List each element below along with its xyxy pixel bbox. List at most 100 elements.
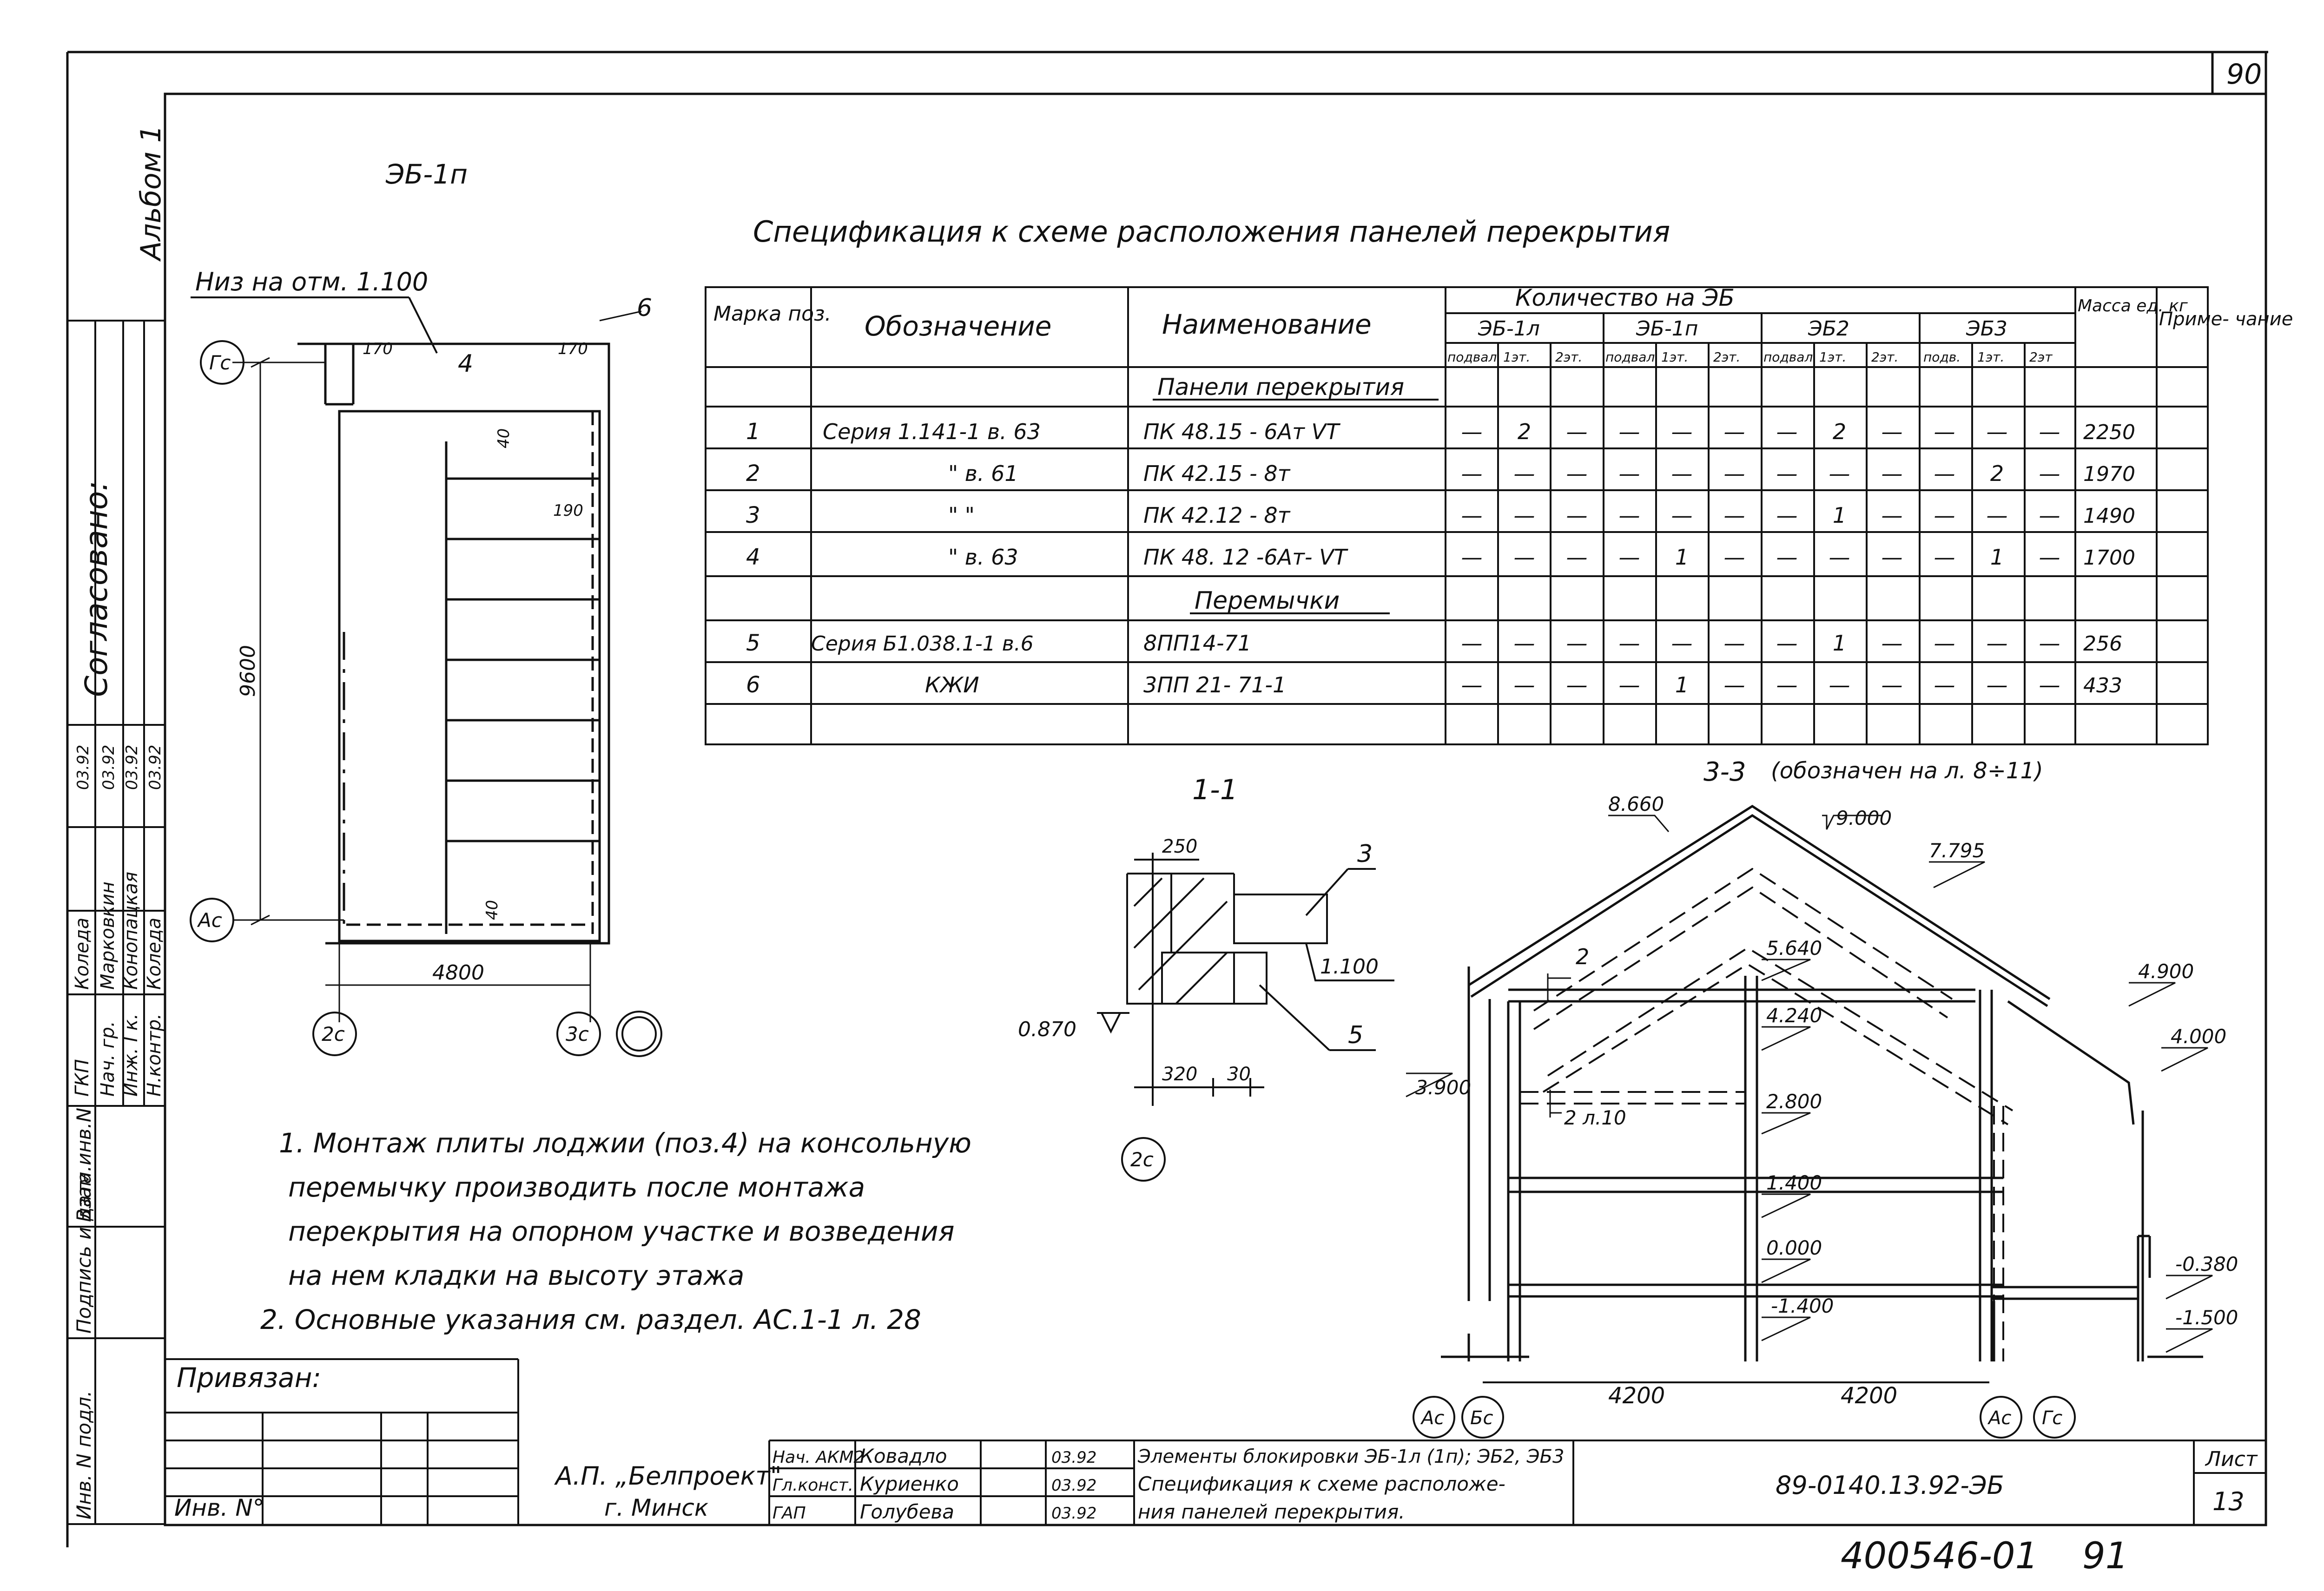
qty-cell: 1 [1675, 672, 1689, 697]
row-1-mark: 1 [746, 419, 760, 445]
staff-date-3: 03.92 [1051, 1504, 1096, 1523]
approval-date-1: 03.92 [74, 745, 92, 790]
section-3-3-level-marks [1406, 815, 2213, 1353]
list-label: Лист [2205, 1447, 2258, 1471]
row-4-mass: 1700 [2083, 546, 2135, 570]
hdr-mark: Марка поз. [713, 302, 831, 326]
staff-date-2: 03.92 [1051, 1476, 1096, 1495]
approval-date-3: 03.92 [123, 745, 141, 790]
row-3-mass: 1490 [2083, 504, 2135, 528]
s11-axis-2c: 2с [1130, 1148, 1154, 1171]
staff-name-3: Голубева [860, 1500, 954, 1523]
plan-dim-4800: 4800 [432, 961, 484, 985]
stamp-field-vzam: Взам.инв.N [73, 1108, 95, 1222]
qty-cell: — [1671, 419, 1693, 444]
qty-cell: — [1776, 461, 1798, 486]
page-number: 91 [2082, 1535, 2128, 1577]
stamp-field-podpis: Подпись и дата [73, 1172, 95, 1334]
hdr-floor-11: 1эт. [1977, 349, 2004, 365]
row-1-name: ПК 48.15 - 6Ат VТ [1143, 419, 1341, 444]
qty-cell: — [1461, 503, 1483, 528]
section-1-1-title: 1-1 [1192, 774, 1238, 806]
qty-cell: — [1882, 631, 1903, 656]
qty-cell: — [1671, 631, 1693, 656]
staff-role-3: ГАП [772, 1504, 806, 1523]
hdr-floor-3: 2эт. [1555, 349, 1582, 365]
qty-cell: — [1461, 545, 1483, 570]
qty-cell: — [1882, 672, 1903, 697]
qty-cell: — [1619, 545, 1640, 570]
qty-cell: — [1566, 419, 1588, 444]
qty-cell: — [1566, 503, 1588, 528]
archive-number: 400546-01 [1841, 1535, 2038, 1577]
qty-cell: 2 [1990, 461, 2004, 486]
s33-level-2800: 2.800 [1766, 1090, 1822, 1113]
s33-level-7795: 7.795 [1929, 839, 1985, 862]
qty-cell: — [1514, 503, 1535, 528]
s33-callout-2: 2 [1576, 944, 1589, 969]
qty-cell: — [1514, 672, 1535, 697]
qty-cell: 2 [1518, 419, 1531, 444]
privyazan-label: Привязан: [177, 1362, 321, 1394]
qty-cell: — [1514, 631, 1535, 656]
s33-level-4000: 4.000 [2171, 1025, 2226, 1048]
qty-cell: — [2039, 503, 2060, 528]
qty-cell: — [1724, 631, 1745, 656]
title-block-grid [165, 1358, 2266, 1524]
spec-rows: 1 2 3 4 5 6 Серия 1.141-1 в. 63 " в. 61 … [746, 419, 2135, 698]
s33-level-1400: 1.400 [1766, 1171, 1822, 1194]
s33-level-5640: 5.640 [1766, 937, 1822, 960]
qty-cell: — [1619, 503, 1640, 528]
qty-cell: — [1882, 461, 1903, 486]
qty-cell: 1 [1675, 545, 1689, 570]
plan-dimension-lines [232, 310, 642, 1022]
section-3-3-dashed [1520, 868, 2014, 1361]
qty-cell: — [1514, 461, 1535, 486]
row-5-mass: 256 [2083, 632, 2122, 656]
section-panels: Панели перекрытия [1157, 374, 1404, 401]
s11-dim-320: 320 [1162, 1064, 1197, 1085]
staff-name-2: Куриенко [860, 1473, 959, 1495]
qty-cell: — [1987, 419, 2008, 444]
spec-table-grid [705, 286, 2209, 745]
row-6-mass: 433 [2083, 674, 2122, 697]
s33-level-4240: 4.240 [1766, 1004, 1822, 1027]
section-3-3-drawing [1441, 805, 2203, 1383]
qty-cell: — [1724, 503, 1745, 528]
spec-title: Спецификация к схеме расположения панеле… [753, 215, 1670, 249]
hdr-designation: Обозначение [865, 310, 1051, 342]
row-4-designation: " в. 63 [948, 545, 1018, 570]
row-2-name: ПК 42.15 - 8т [1143, 461, 1291, 486]
hdr-block-2: ЭБ-1п [1636, 317, 1698, 341]
note-line-4: на нем кладки на высоту этажа [288, 1260, 744, 1291]
qty-cell: — [1671, 503, 1693, 528]
plan-dim-170-left: 170 [363, 340, 393, 358]
qty-cell: — [1514, 545, 1535, 570]
stamp-field-inv: Инв. N подл. [73, 1391, 95, 1520]
hdr-floor-1: подвал [1447, 349, 1497, 365]
plan-panel-4: 4 [458, 350, 473, 378]
qty-cell: — [1566, 461, 1588, 486]
qty-cell: — [1619, 672, 1640, 697]
s33-subtitle: (обозначен на л. 8÷11) [1771, 758, 2043, 784]
hdr-block-1: ЭБ-1л [1478, 317, 1540, 341]
s33-dim-4200-b: 4200 [1841, 1383, 1897, 1409]
qty-cell: — [1566, 672, 1588, 697]
note-line-2: перемычку производить после монтажа [288, 1171, 865, 1203]
s33-level-m0380: -0.380 [2175, 1253, 2238, 1275]
hdr-floor-7: подвал [1763, 349, 1813, 365]
qty-cell: — [1776, 672, 1798, 697]
note-line-3: перекрытия на опорном участке и возведен… [288, 1216, 955, 1247]
plan-dim-40-top: 40 [495, 428, 513, 448]
qty-cell: — [1882, 503, 1903, 528]
inv-no-label: Инв. N° [174, 1494, 264, 1521]
qty-cell: — [1776, 503, 1798, 528]
hdr-block-4: ЭБ3 [1966, 317, 2007, 341]
s33-level-9000: 9.000 [1836, 807, 1892, 829]
qty-cell: — [1987, 672, 2008, 697]
qty-cell: — [1776, 545, 1798, 570]
qty-cell: — [1619, 631, 1640, 656]
qty-cell: — [2039, 419, 2060, 444]
s33-dim-4200-a: 4200 [1608, 1383, 1665, 1409]
